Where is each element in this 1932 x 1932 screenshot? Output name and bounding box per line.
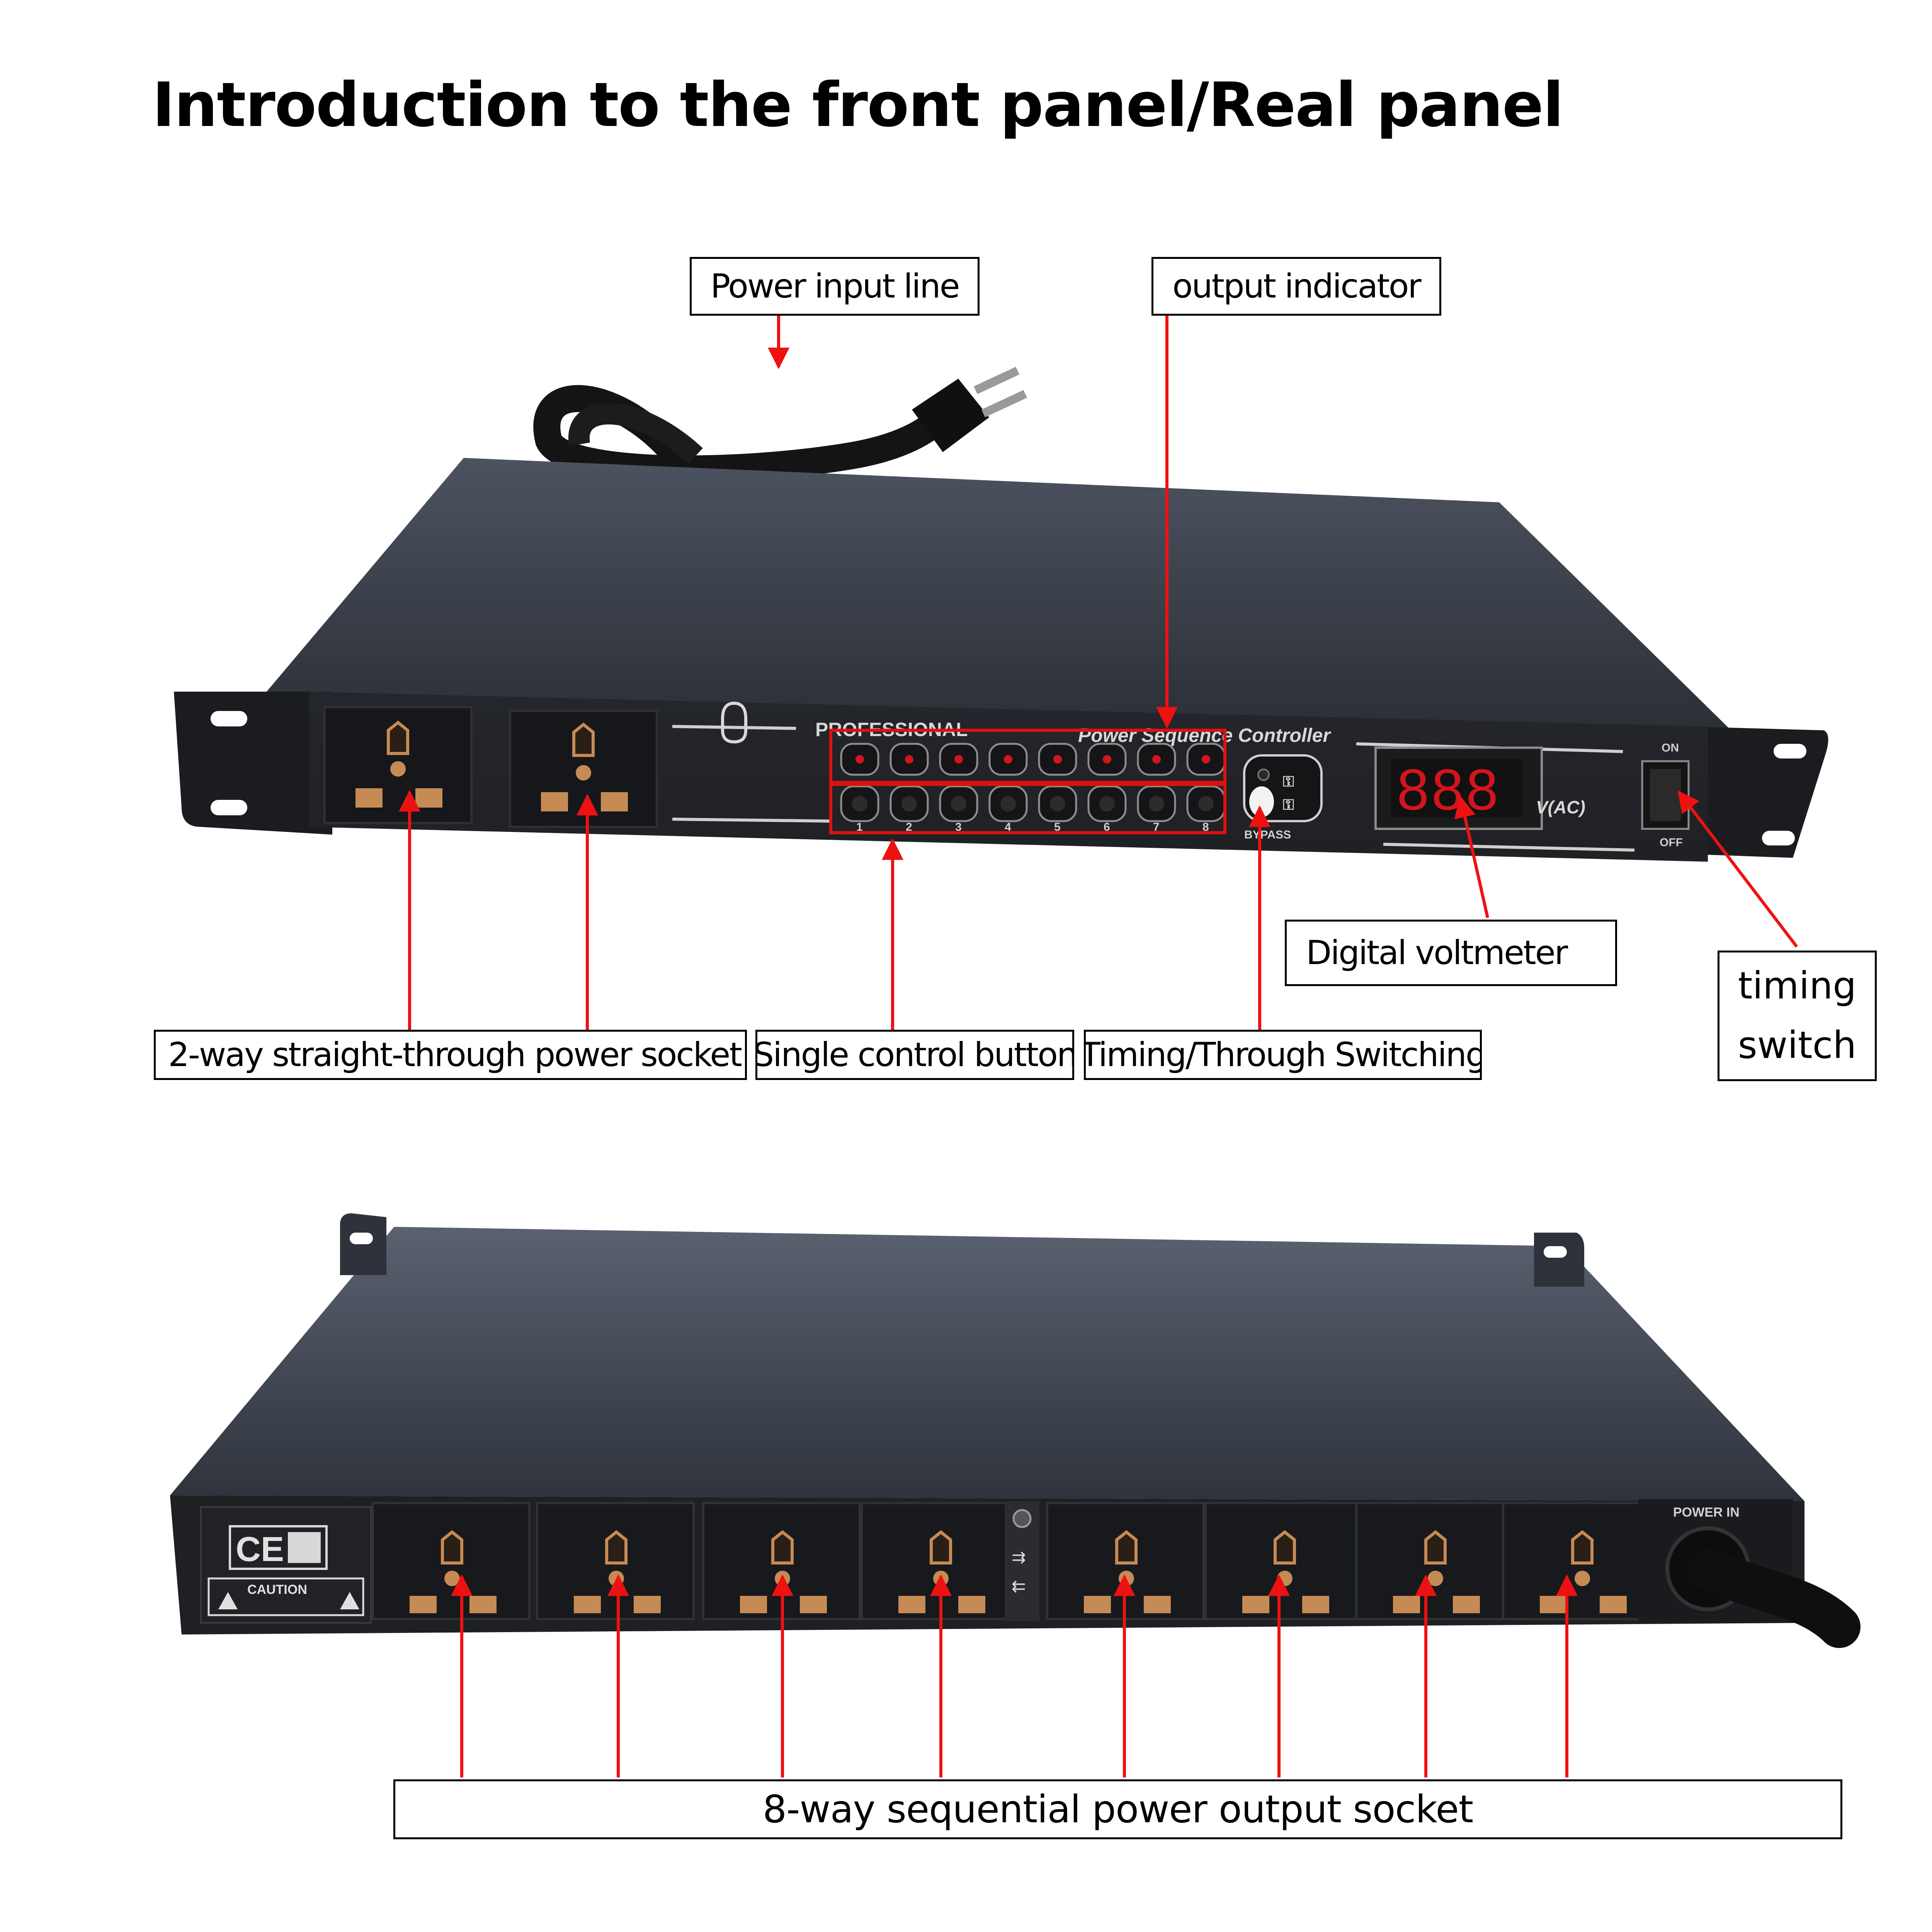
rear-power-cord xyxy=(1687,1548,1861,1648)
certification-label: CE CAUTION xyxy=(200,1506,372,1624)
control-button-cap xyxy=(1149,796,1164,811)
indicator-led-light xyxy=(1004,755,1012,764)
indicator-highlight-box xyxy=(829,729,1226,784)
front-chassis-top xyxy=(267,458,1731,730)
warning-icon xyxy=(218,1592,238,1609)
indicator-led-light xyxy=(1053,755,1062,764)
fuse-holders: ⇉ ⇇ xyxy=(1005,1501,1039,1621)
control-button-cap xyxy=(951,796,966,811)
rear-output-socket xyxy=(1502,1502,1661,1620)
channel-number: 2 xyxy=(906,821,912,833)
control-button-cap xyxy=(901,796,917,811)
timing-rocker-switch: ON OFF xyxy=(1641,742,1690,849)
front-socket-2 xyxy=(509,710,658,828)
rack-ear-right xyxy=(1685,726,1828,858)
control-button-cap xyxy=(1050,796,1065,811)
callout-arrow xyxy=(1677,790,1798,948)
indicator-led-light xyxy=(855,755,864,764)
channel-number: 3 xyxy=(955,821,962,833)
timing-switch-line1: timing xyxy=(1738,964,1857,1008)
rear-output-socket xyxy=(1204,1502,1363,1620)
unlock-icon: ⚿ xyxy=(1283,797,1294,813)
control-button-cap xyxy=(1198,796,1214,811)
callout-output-indicator: output indicator xyxy=(1151,257,1441,316)
indicator-led-light xyxy=(1103,755,1111,764)
switch-off-label: OFF xyxy=(1660,836,1683,849)
rear-chassis-top xyxy=(170,1227,1804,1501)
timing-switch-line2: switch xyxy=(1738,1024,1857,1067)
power-plug xyxy=(912,367,1027,452)
control-button-cap xyxy=(1099,796,1115,811)
rear-socket-row xyxy=(372,1502,1661,1620)
channel-number: 6 xyxy=(1104,821,1110,833)
channel-number: 4 xyxy=(1005,821,1011,833)
channel-number: 5 xyxy=(1054,821,1061,833)
channel-number: 1 xyxy=(856,821,863,833)
voltmeter-unit: V(AC) xyxy=(1536,797,1585,817)
control-button-cap xyxy=(1000,796,1016,811)
warning-icon xyxy=(340,1592,359,1609)
callout-arrow xyxy=(1454,796,1489,918)
callout-power-input-line: Power input line xyxy=(690,257,980,316)
callout-timing-switch: timing switch xyxy=(1718,951,1877,1081)
single-control-button-row xyxy=(840,785,1226,822)
callout-single-control-button: Single control button xyxy=(755,1030,1074,1080)
callout-digital-voltmeter: Digital voltmeter xyxy=(1285,920,1617,986)
rear-unit: CE CAUTION ⇉ ⇇ POWER IN xyxy=(170,1213,1861,1648)
bypass-label: BYPASS xyxy=(1244,828,1291,841)
output-indicator-row xyxy=(840,743,1226,776)
power-in-label: POWER IN xyxy=(1673,1505,1740,1520)
lock-icon: ⚿ xyxy=(1283,774,1294,790)
page-title: Introduction to the front panel/Real pan… xyxy=(152,70,1564,141)
switch-on-label: ON xyxy=(1662,742,1679,754)
rear-output-socket xyxy=(372,1502,531,1620)
rear-output-socket xyxy=(536,1502,695,1620)
callout-timing-through-switching: Timing/Through Switching xyxy=(1084,1030,1482,1080)
channel-number-row: 1 2 3 4 5 6 7 8 xyxy=(856,821,1209,833)
control-button-cap xyxy=(852,796,867,811)
voltmeter-digits: 888 xyxy=(1397,757,1500,822)
channel-number: 8 xyxy=(1202,821,1209,833)
indicator-led-light xyxy=(1202,755,1210,764)
brand-logo-icon xyxy=(721,701,747,744)
ce-mark: CE xyxy=(236,1530,284,1569)
caution-label: CAUTION xyxy=(247,1582,307,1597)
callout-arrows xyxy=(399,316,1798,1777)
indicator-led-light xyxy=(954,755,963,764)
front-unit: PROFESSIONAL Power Sequence Controller 1… xyxy=(174,367,1828,862)
callout-straight-through-socket: 2-way straight-through power socket xyxy=(154,1030,747,1080)
fuse-icon: ⇉ xyxy=(1012,1548,1026,1567)
fuse-icon: ⇇ xyxy=(1012,1577,1026,1596)
rear-power-inlet: POWER IN xyxy=(1638,1499,1861,1648)
callout-sequential-output-socket: 8-way sequential power output socket xyxy=(393,1779,1842,1839)
rack-ear-left xyxy=(174,692,332,835)
channel-number: 7 xyxy=(1153,821,1160,833)
rear-output-socket xyxy=(1355,1502,1514,1620)
indicator-led-light xyxy=(1152,755,1161,764)
indicator-led-light xyxy=(905,755,913,764)
button-highlight-box xyxy=(829,783,1226,834)
brand-controller: Power Sequence Controller xyxy=(1078,724,1331,746)
rear-output-socket xyxy=(861,1502,1019,1620)
front-socket-1 xyxy=(323,706,473,824)
